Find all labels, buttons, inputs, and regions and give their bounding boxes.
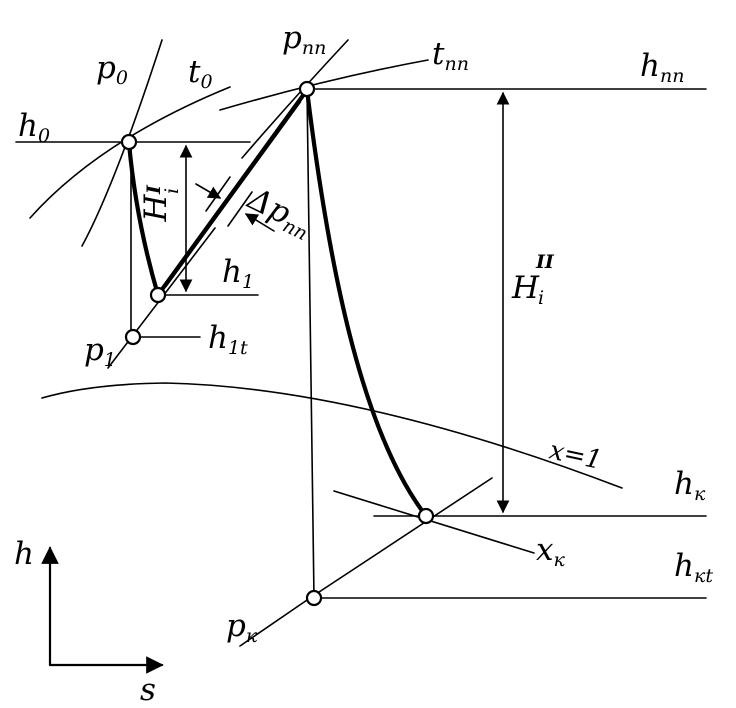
label-p1: p1 bbox=[84, 332, 116, 371]
delta-p-bracket-1 bbox=[205, 176, 231, 212]
label-p-pp: pпп bbox=[282, 20, 326, 59]
pk-isobar bbox=[239, 477, 493, 647]
state-point-kt bbox=[305, 589, 323, 607]
delta-p-bracket-2 bbox=[227, 191, 253, 227]
axis-label-s: s bbox=[140, 672, 156, 708]
delta-p-tick-right bbox=[244, 213, 275, 232]
svg-text:H: H bbox=[138, 194, 174, 223]
svg-text:i: i bbox=[161, 188, 183, 194]
label-p0: p0 bbox=[96, 50, 128, 89]
label-H-i-I: H I i bbox=[138, 184, 183, 223]
svg-text:i: i bbox=[538, 287, 544, 309]
isentrope-lp bbox=[306, 88, 315, 599]
label-xk: xк bbox=[536, 532, 565, 571]
label-x-equals-1: x=1 bbox=[547, 436, 605, 476]
state-point-0 bbox=[120, 133, 138, 151]
label-t-pp: tпп bbox=[432, 36, 469, 75]
label-pk: pк bbox=[226, 608, 258, 647]
tpp-isotherm bbox=[219, 59, 429, 111]
label-hkt: hкt bbox=[674, 548, 713, 587]
label-delta-p-pp: Δpпп bbox=[240, 180, 318, 245]
xk-dryness-line bbox=[333, 490, 535, 554]
label-h0: h0 bbox=[18, 108, 50, 147]
state-point-pp bbox=[298, 80, 316, 98]
svg-text:I: I bbox=[143, 184, 165, 195]
label-h1: h1 bbox=[222, 254, 254, 293]
state-point-1t bbox=[124, 328, 142, 346]
hp-expansion-line bbox=[126, 140, 161, 298]
label-h-pp: hпп bbox=[640, 48, 684, 87]
label-h1t: h1t bbox=[208, 320, 248, 359]
state-point-k bbox=[417, 507, 435, 525]
label-t0: t0 bbox=[188, 54, 213, 93]
state-point-1 bbox=[149, 286, 167, 304]
lp-expansion-line bbox=[304, 87, 429, 519]
saturation-line-x1 bbox=[41, 382, 623, 489]
svg-text:II: II bbox=[535, 251, 555, 273]
svg-text:H: H bbox=[511, 270, 540, 306]
svg-text:Δpпп: Δpпп bbox=[240, 180, 318, 245]
p0-isobar bbox=[81, 39, 163, 247]
label-hk: hк bbox=[674, 466, 706, 505]
svg-text:x=1: x=1 bbox=[547, 436, 605, 476]
label-H-i-II: H II i bbox=[511, 251, 555, 309]
ppp-isobar bbox=[241, 39, 349, 159]
t0-isotherm bbox=[29, 86, 231, 219]
axis-label-h: h bbox=[14, 536, 34, 572]
